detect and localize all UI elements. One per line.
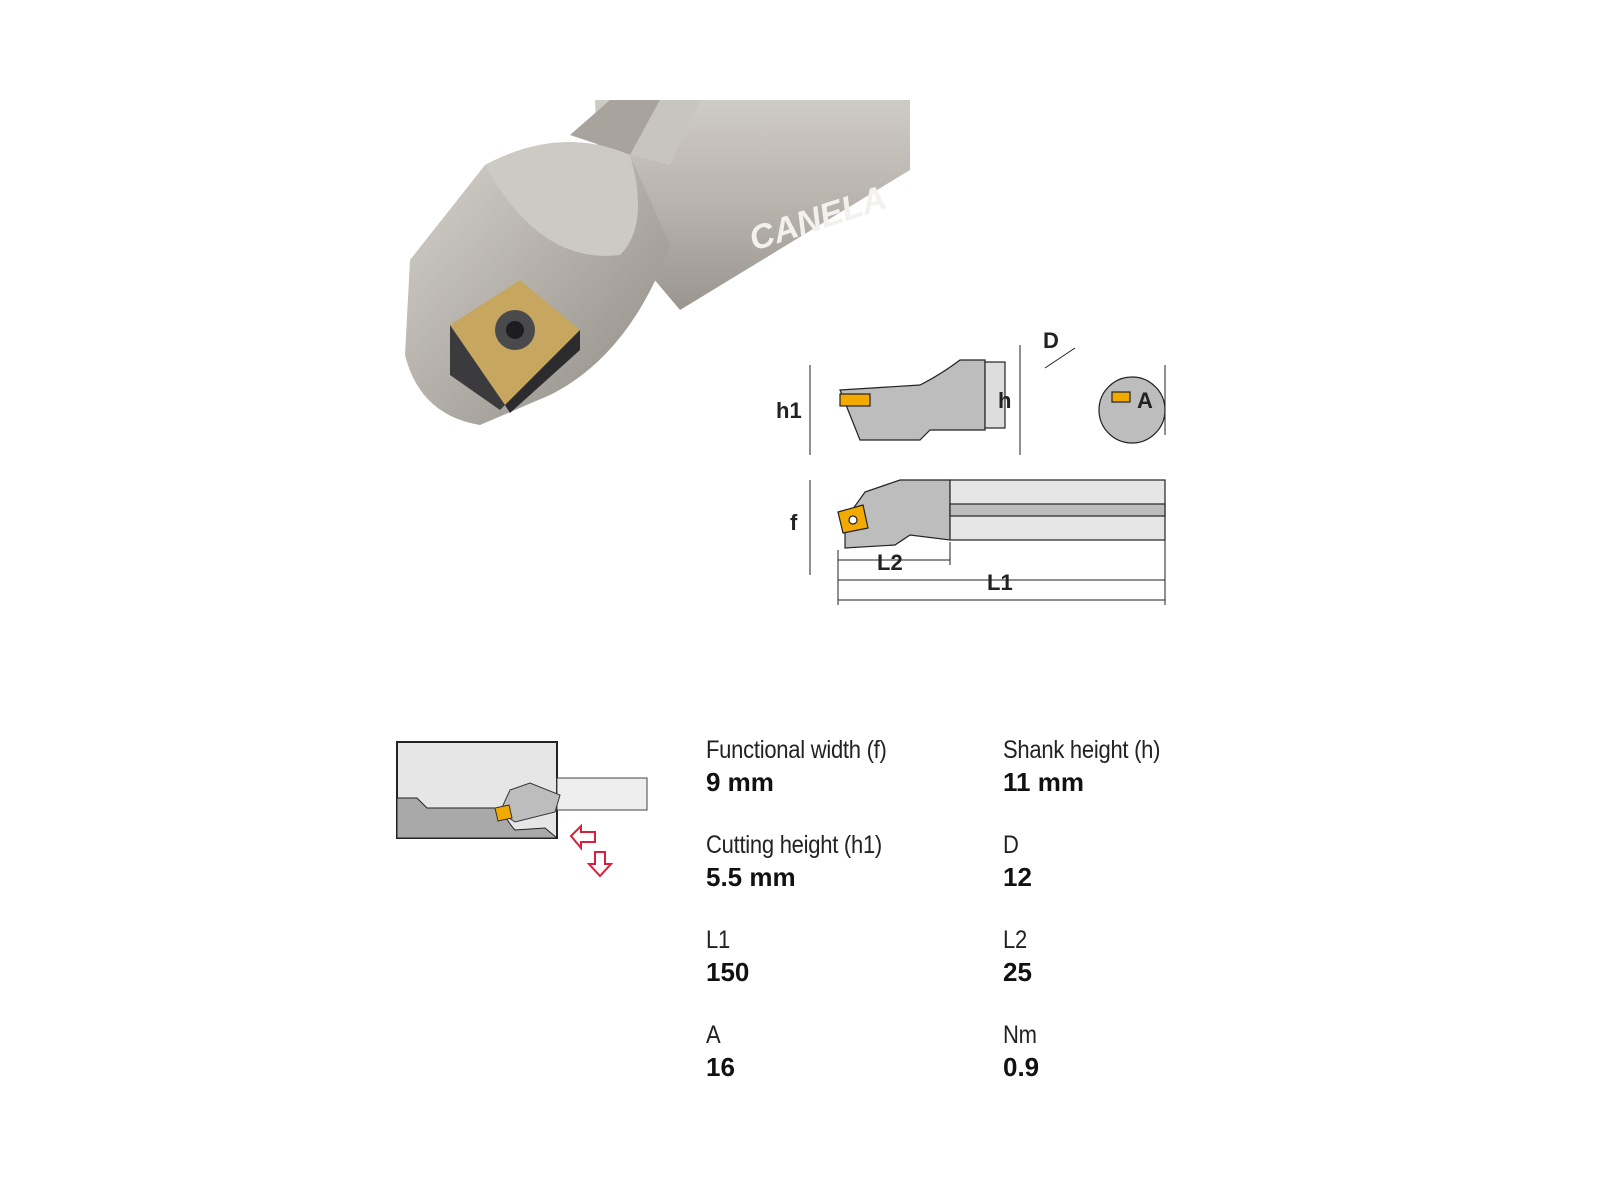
spec-label: L2: [1003, 926, 1027, 954]
dim-label-d: D: [1043, 328, 1059, 353]
dim-label-h: h: [998, 388, 1011, 413]
feed-down-arrow-icon: [586, 851, 614, 878]
spec-value: 9 mm: [706, 767, 774, 797]
spec-label: Functional width (f): [706, 736, 887, 764]
spec-functional-width: Functional width (f) 9 mm: [706, 736, 986, 798]
spec-label: Nm: [1003, 1021, 1037, 1049]
dim-label-l2: L2: [877, 550, 903, 575]
dim-label-h1: h1: [776, 398, 802, 423]
spec-d: D 12: [1003, 831, 1283, 893]
dim-label-l1: L1: [987, 570, 1013, 595]
dimension-drawing: h1 h D A f L2 L1: [776, 328, 1166, 605]
spec-value: 25: [1003, 957, 1032, 987]
dim-label-a: A: [1137, 388, 1153, 413]
spec-cutting-height: Cutting height (h1) 5.5 mm: [706, 831, 986, 893]
spec-a: A 16: [706, 1021, 986, 1083]
spec-label: A: [706, 1021, 721, 1049]
spec-label: Cutting height (h1): [706, 831, 882, 859]
spec-value: 11 mm: [1003, 767, 1084, 797]
spec-value: 12: [1003, 862, 1032, 892]
spec-value: 150: [706, 957, 750, 987]
boring-application-icon: [396, 741, 648, 878]
spec-torque: Nm 0.9: [1003, 1021, 1283, 1083]
spec-l2: L2 25: [1003, 926, 1283, 988]
spec-value: 5.5 mm: [706, 862, 796, 892]
dim-label-f: f: [790, 510, 798, 535]
spec-value: 0.9: [1003, 1052, 1040, 1082]
spec-shank-height: Shank height (h) 11 mm: [1003, 736, 1283, 798]
spec-label: Shank height (h): [1003, 736, 1161, 764]
spec-value: 16: [706, 1052, 735, 1082]
spec-l1: L1 150: [706, 926, 986, 988]
product-photo: CANELA: [405, 100, 910, 425]
feed-left-arrow-icon: [569, 823, 596, 851]
spec-label: D: [1003, 831, 1019, 859]
spec-label: L1: [706, 926, 730, 954]
